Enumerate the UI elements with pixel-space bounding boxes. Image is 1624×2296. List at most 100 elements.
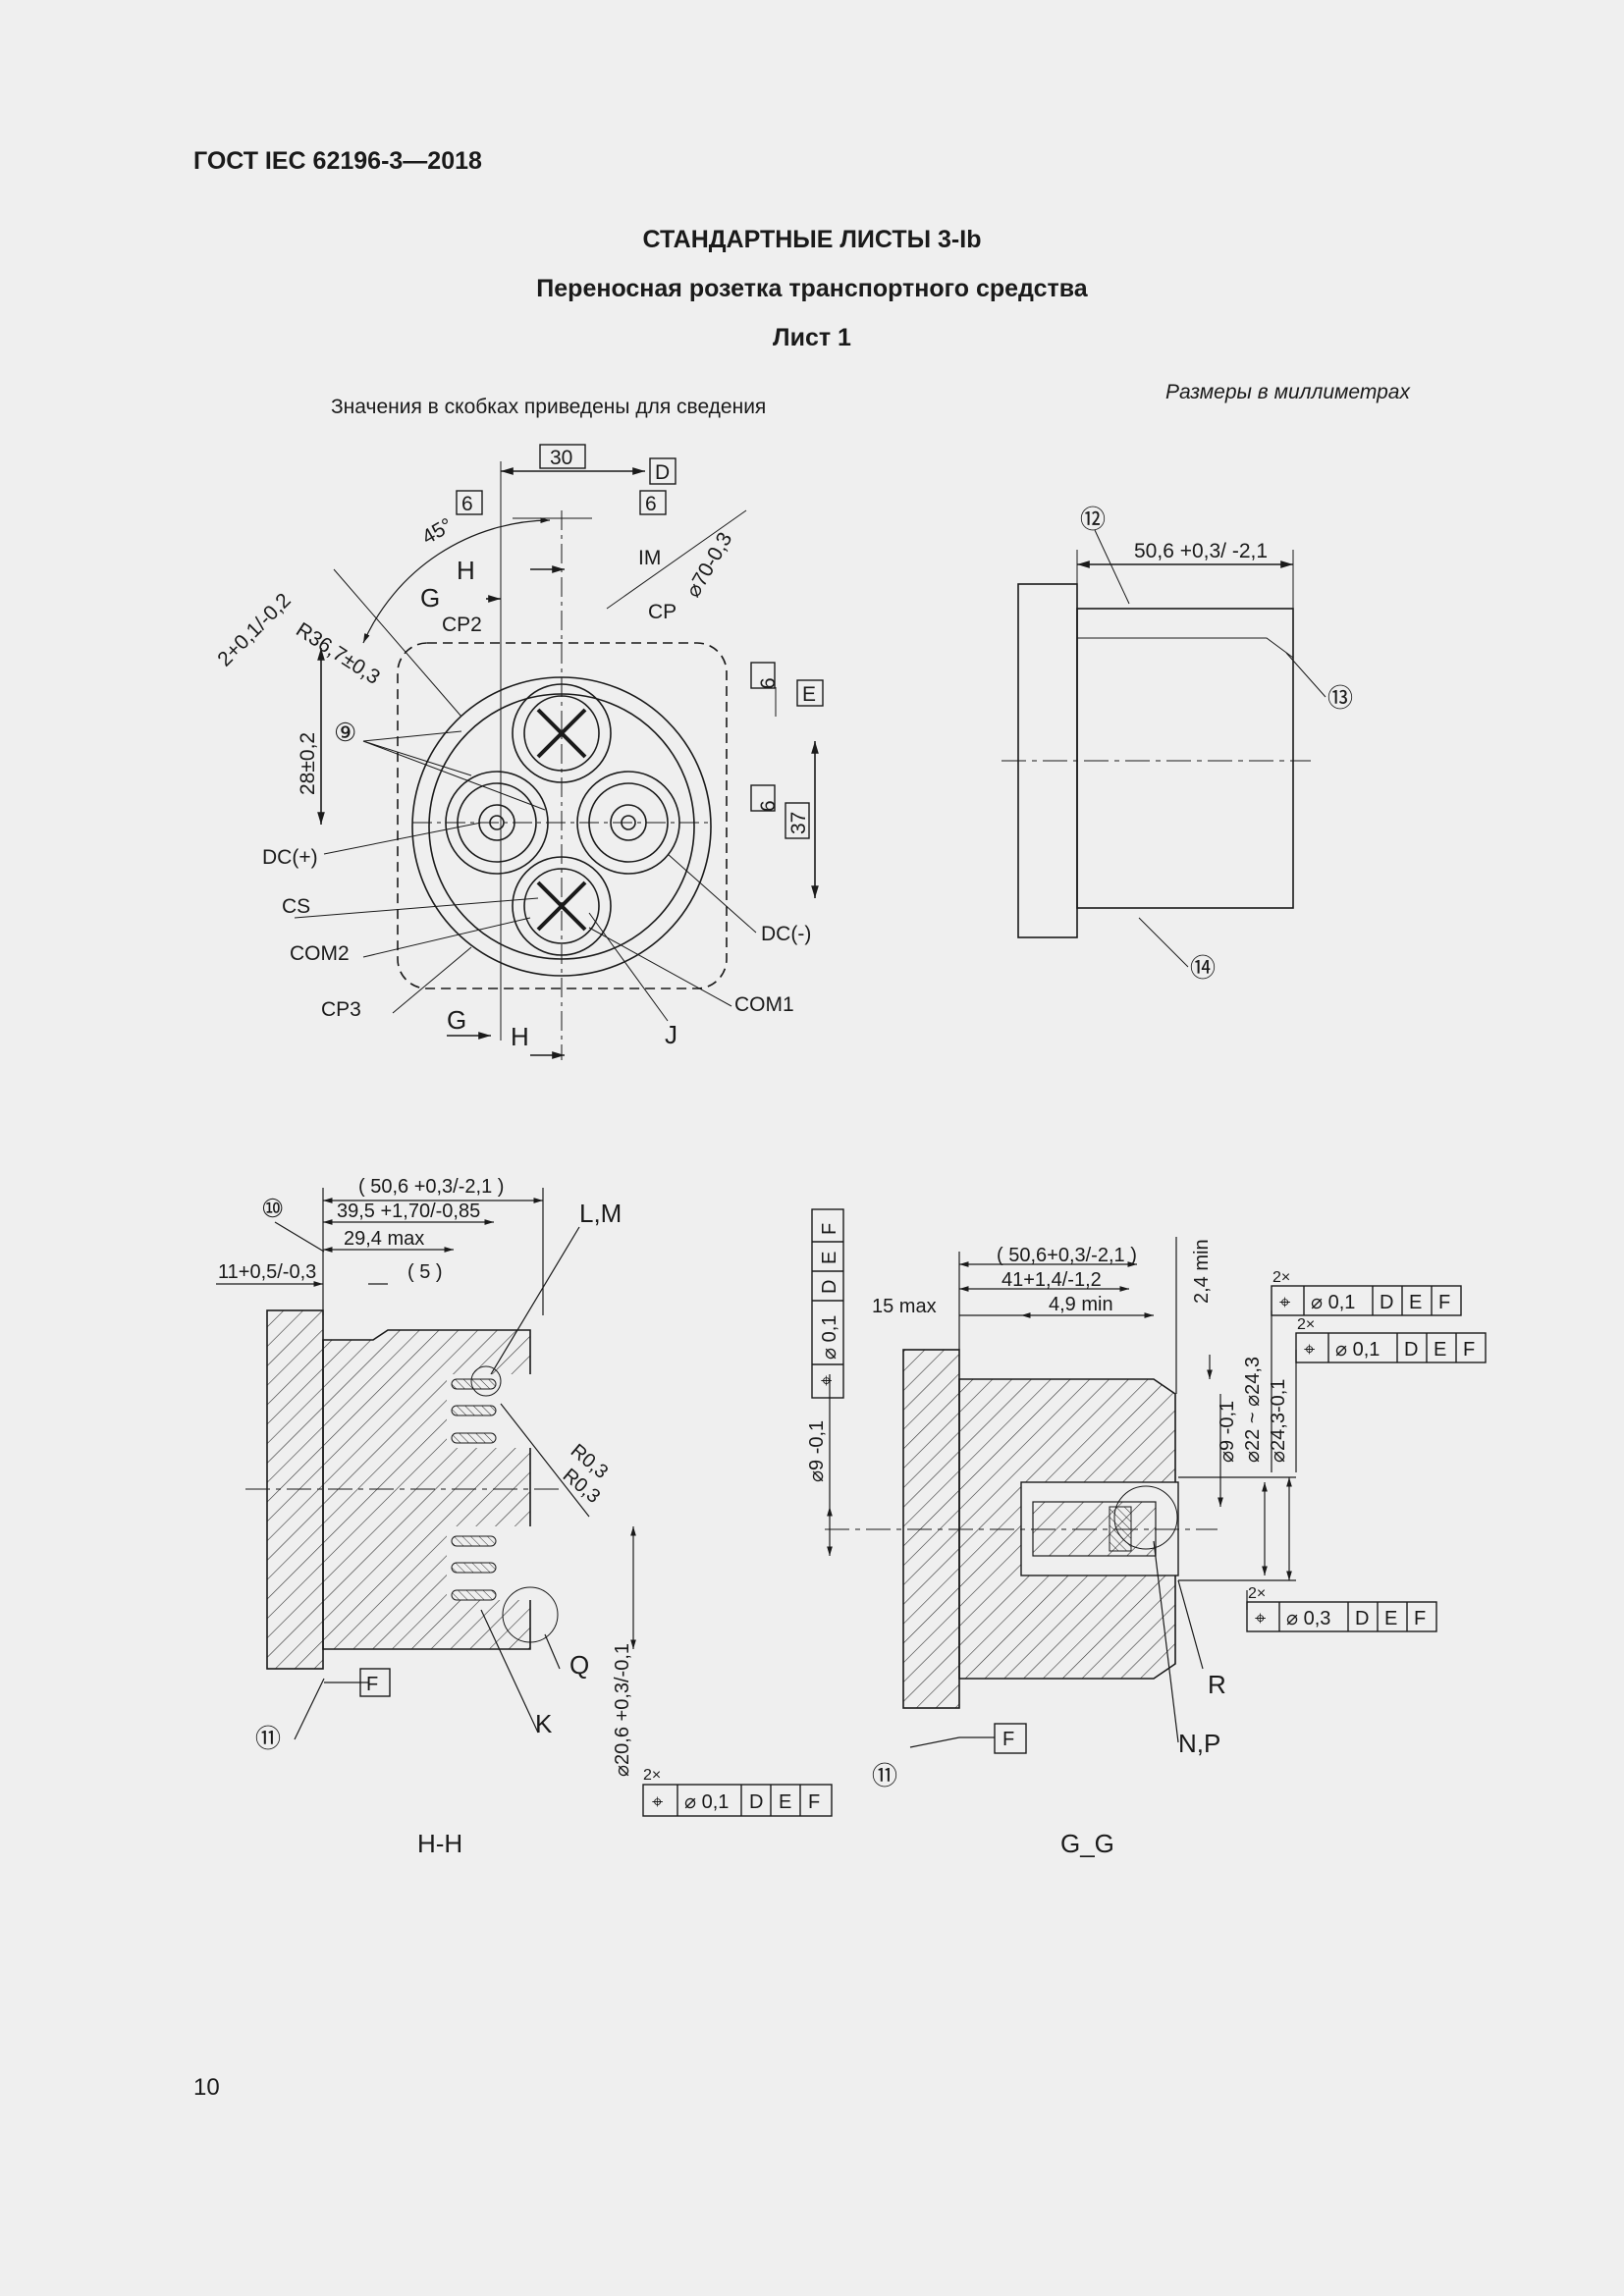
- gg-fcf3-e: E: [1384, 1608, 1397, 1629]
- box-D: [649, 457, 677, 485]
- ref-E-text: E: [802, 683, 816, 706]
- gg-fcf-v-d: D: [819, 1280, 840, 1294]
- gg-label-np: N,P: [1178, 1729, 1220, 1758]
- gg-fcf3-pos-icon: ⌖: [1255, 1608, 1266, 1629]
- dim-2-text: 2+0,1/-0,2: [213, 589, 296, 671]
- dcminus-label: DC(-): [761, 923, 811, 945]
- gg-label-r: R: [1208, 1670, 1226, 1699]
- dcplus-label: DC(+): [262, 846, 318, 869]
- gg-dim-15: 15 max: [872, 1296, 937, 1317]
- gg-fcf2-d: D: [1404, 1339, 1418, 1361]
- callout-14: ⑭: [1190, 953, 1216, 983]
- h-label-bottom: H: [511, 1022, 529, 1051]
- gg-fcf-vertical: [811, 1208, 844, 1399]
- side-dim-text: 50,6 +0,3/ -2,1: [1134, 540, 1268, 562]
- sheet-subtitle: Переносная розетка транспортного средств…: [536, 275, 1088, 302]
- side-body: [1076, 608, 1294, 909]
- gg-fcf3-count: 2×: [1248, 1585, 1266, 1602]
- hh-ref-f: F: [366, 1674, 378, 1695]
- front-view-boxes: [456, 444, 824, 839]
- callout-12: ⑫: [1080, 505, 1106, 534]
- im-label: IM: [638, 547, 661, 569]
- side-view: [1001, 529, 1326, 968]
- gg-dim-49: 4,9 min: [1049, 1294, 1113, 1315]
- gg-dim-50: ( 50,6+0,3/-2,1 ): [997, 1245, 1137, 1266]
- callout-13: ⑬: [1327, 683, 1353, 713]
- side-edge: [1077, 637, 1294, 883]
- gg-fcf2-f: F: [1463, 1339, 1475, 1361]
- cp3-label: CP3: [321, 998, 361, 1021]
- section-gg: [825, 1349, 1218, 1709]
- g-label-bottom: G: [447, 1005, 466, 1035]
- box-6-left: [456, 490, 483, 515]
- radius-leader: [333, 568, 462, 718]
- gg-fcf1-count: 2×: [1272, 1269, 1290, 1286]
- hh-fcf-pos-icon: ⌖: [652, 1791, 663, 1813]
- hh-label-k: K: [535, 1709, 553, 1738]
- front-view: [317, 461, 819, 1060]
- gg-dim-24min: 2,4 min: [1191, 1239, 1213, 1304]
- box-30: [539, 444, 586, 469]
- box-6-vert2: [750, 784, 776, 812]
- hh-fcf-e: E: [779, 1791, 791, 1813]
- hh-fcf-tol: ⌀ 0,1: [684, 1791, 729, 1813]
- angle-text: 45°: [418, 514, 457, 550]
- dim-28-text: 28±0,2: [297, 732, 319, 795]
- section-hh: [245, 1309, 560, 1670]
- gg-fcf1-e: E: [1409, 1292, 1422, 1313]
- dim-6-vert2-text: 6: [757, 800, 780, 812]
- h-label-top: H: [457, 556, 475, 585]
- front-leaders: [294, 730, 757, 1022]
- j-label: J: [665, 1020, 677, 1049]
- hh-dims: [216, 1188, 636, 1740]
- dim-6-left-text: 6: [461, 493, 473, 515]
- gg-fcf2-tol: ⌀ 0,1: [1335, 1339, 1380, 1361]
- hh-label-lm: L,M: [579, 1199, 622, 1228]
- gg-fcf-v-f: F: [819, 1223, 840, 1235]
- gg-dim-phi9b: ⌀9 -0,1: [1217, 1401, 1238, 1463]
- page-number: 10: [193, 2074, 220, 2101]
- hh-fcf: [642, 1784, 833, 1817]
- brackets-note: Значения в скобках приведены для сведени…: [331, 396, 767, 418]
- gg-fcf1-tol: ⌀ 0,1: [1311, 1292, 1355, 1313]
- gg-fcf-v-tol: ⌀ 0,1: [819, 1315, 840, 1360]
- hh-dim-phi20: ⌀20,6 +0,3/-0,1: [612, 1643, 633, 1777]
- cp-label: CP: [648, 601, 677, 623]
- gg-boxes: [811, 1208, 1487, 1754]
- dim-6-vert-text: 6: [757, 677, 780, 689]
- gg-dim-phi22: ⌀22 ~ ⌀24,3: [1242, 1357, 1264, 1463]
- hh-fcf-f: F: [808, 1791, 820, 1813]
- ref-D-text: D: [655, 461, 670, 484]
- gg-fcf-3: [1246, 1601, 1437, 1632]
- hh-caption: H-H: [417, 1829, 462, 1858]
- gg-fcf3-f: F: [1414, 1608, 1426, 1629]
- hh-dim-5: ( 5 ): [407, 1261, 443, 1283]
- box-E: [796, 679, 824, 707]
- gg-fcf-v-pos-icon: ⌖: [821, 1370, 832, 1392]
- gg-dim-phi243: ⌀24,3-0,1: [1268, 1379, 1289, 1463]
- gg-fcf1-f: F: [1438, 1292, 1450, 1313]
- hh-dim-29: 29,4 max: [344, 1228, 424, 1250]
- phi70-leader: [606, 509, 747, 610]
- outline-dashed: [397, 642, 728, 989]
- gg-fcf3-tol: ⌀ 0,3: [1286, 1608, 1330, 1629]
- hh-label-q: Q: [569, 1650, 589, 1680]
- gg-fcf3-d: D: [1355, 1608, 1369, 1629]
- gg-ref-f: F: [1002, 1729, 1014, 1750]
- sheet-title: СТАНДАРТНЫЕ ЛИСТЫ 3-Ib: [642, 226, 982, 253]
- gg-caption: G_G: [1060, 1829, 1114, 1858]
- callout-10: ⑩: [261, 1194, 284, 1223]
- gg-fcf1-pos-icon: ⌖: [1279, 1292, 1290, 1313]
- gg-dims: [827, 1237, 1297, 1748]
- hh-dim-50: ( 50,6 +0,3/-2,1 ): [358, 1176, 504, 1198]
- phi70-text: ⌀70-0,3: [681, 528, 736, 601]
- hh-boxes: [359, 1668, 833, 1817]
- gg-fcf-2: [1295, 1332, 1487, 1363]
- cp2-label: CP2: [442, 614, 482, 636]
- gg-callout-11: ⑪: [872, 1761, 897, 1790]
- dim-30-text: 30: [550, 447, 572, 469]
- box-6-right: [639, 490, 667, 515]
- gg-dim-41: 41+1,4/-1,2: [1001, 1269, 1102, 1291]
- hh-dim-39: 39,5 +1,70/-0,85: [337, 1201, 480, 1222]
